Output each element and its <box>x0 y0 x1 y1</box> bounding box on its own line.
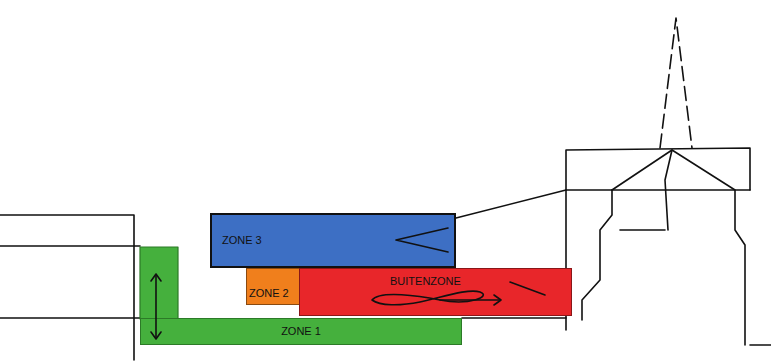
zone-label: BUITENZONE <box>390 275 461 288</box>
church-portal <box>582 190 612 320</box>
church-gable <box>665 150 672 230</box>
church-spire <box>660 18 692 148</box>
outdoor-zone-box: BUITENZONE <box>299 268 572 316</box>
ground-line <box>462 317 566 319</box>
church-gable <box>612 150 745 345</box>
church-outline <box>566 148 750 330</box>
sight-line <box>456 190 566 218</box>
zone-box: ZONE 2 <box>246 268 300 305</box>
left-building <box>0 215 134 360</box>
green-shaft <box>140 247 178 319</box>
zone-label: ZONE 1 <box>281 325 321 338</box>
arrow-head <box>151 274 161 281</box>
zone-box: ZONE 3 <box>210 213 456 268</box>
zone-label: ZONE 2 <box>249 287 289 300</box>
left-building-floor <box>0 245 140 247</box>
ground-line <box>0 317 140 319</box>
church-gable <box>620 229 665 231</box>
church-outline <box>566 189 750 191</box>
zone-label: ZONE 3 <box>222 234 262 247</box>
ground-line <box>750 344 771 346</box>
zone-box: ZONE 1 <box>140 318 462 345</box>
